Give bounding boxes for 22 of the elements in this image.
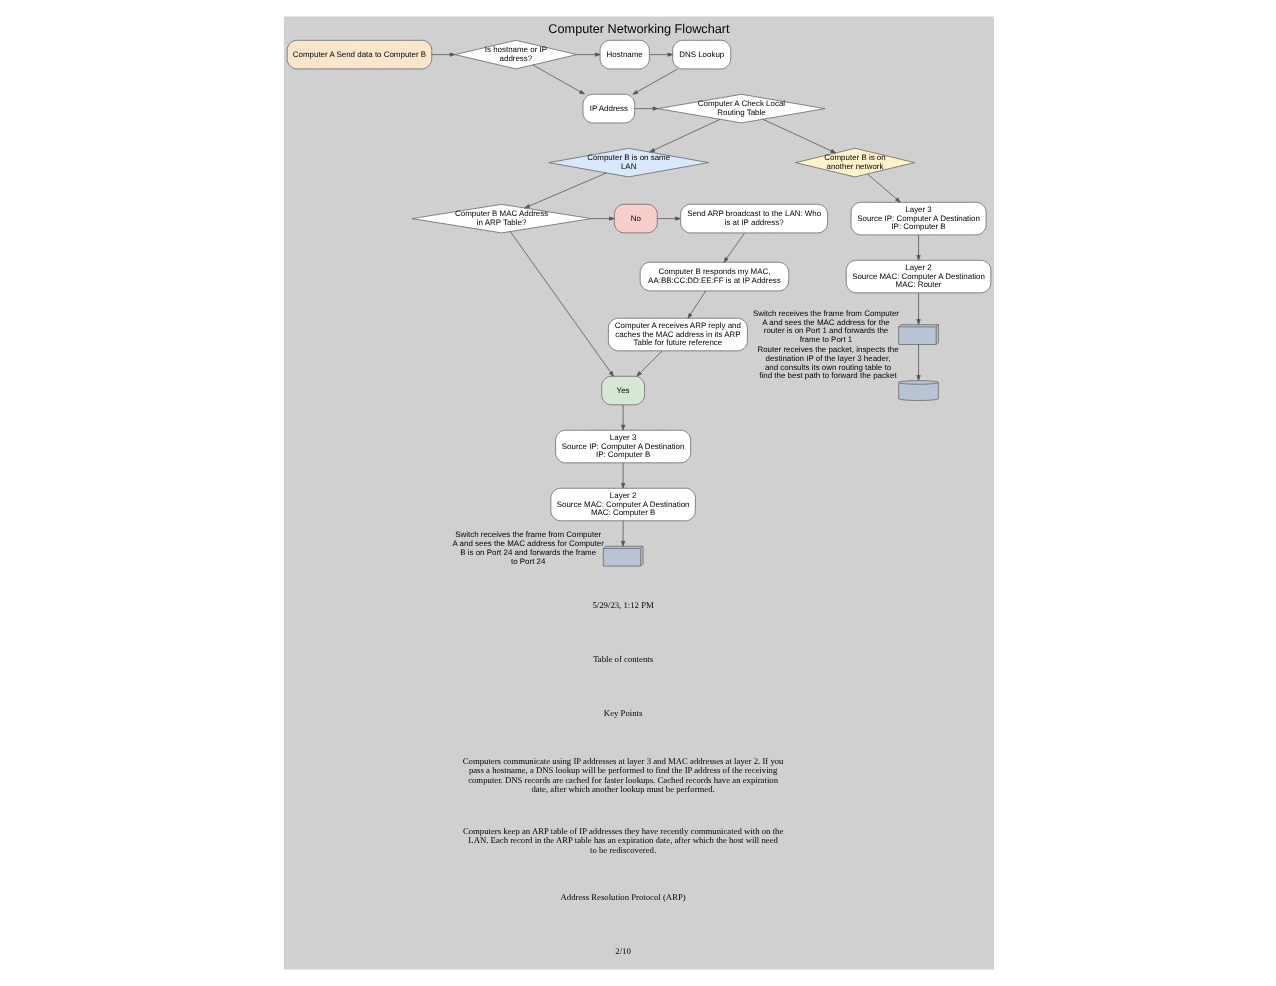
arrow <box>589 216 614 221</box>
arrow <box>915 234 920 261</box>
arrow <box>915 344 920 381</box>
arrow <box>648 52 673 57</box>
arrow <box>523 172 606 209</box>
arrow <box>633 106 658 111</box>
arrow <box>686 290 705 319</box>
arrow <box>620 404 625 431</box>
arrow <box>635 350 662 377</box>
arrow <box>915 292 920 325</box>
arrow <box>430 52 455 57</box>
arrow <box>575 52 600 57</box>
arrow <box>648 119 720 153</box>
arrow <box>631 68 677 95</box>
arrow <box>761 118 836 154</box>
arrow <box>508 231 613 377</box>
arrow <box>655 216 680 221</box>
arrow <box>722 232 744 263</box>
arrow <box>620 520 625 547</box>
arrow <box>531 64 584 95</box>
arrow <box>620 462 625 489</box>
arrow <box>866 173 900 203</box>
